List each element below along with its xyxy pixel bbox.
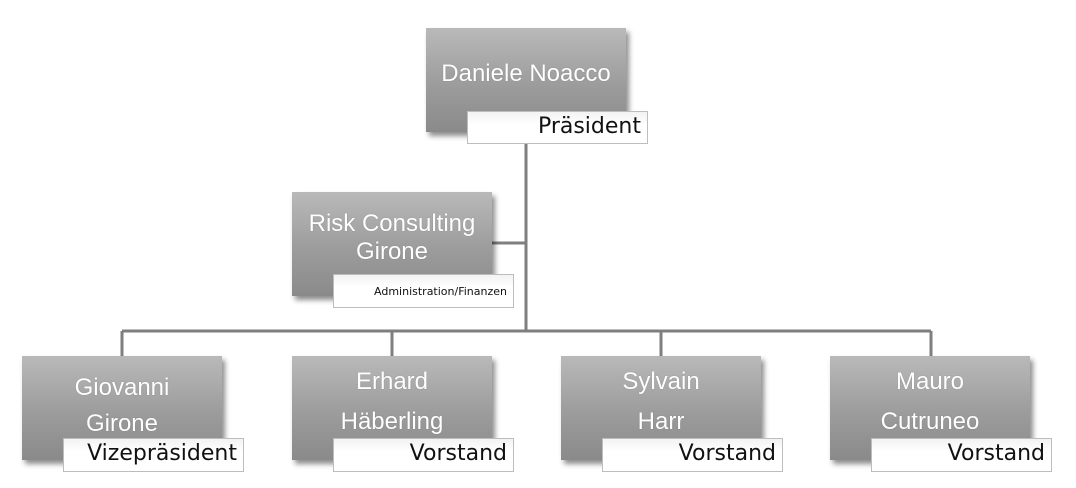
- node-member-1-name-line2: Girone: [85, 410, 159, 437]
- node-top-role: Präsident: [467, 111, 648, 144]
- node-member-4-name-line2: Cutruneo: [880, 408, 980, 435]
- node-member-4-role: Vorstand: [871, 438, 1052, 472]
- node-assistant-name-line1: Risk Consulting: [308, 210, 476, 237]
- node-member-3-name-line2: Harr: [637, 408, 685, 435]
- node-assistant-name-line2: Girone: [355, 238, 429, 265]
- node-top-name: Daniele Noacco: [441, 60, 611, 87]
- node-member-3-role: Vorstand: [602, 438, 783, 472]
- node-member-1-role: Vizepräsident: [63, 438, 244, 472]
- node-member-4-name-line1: Mauro: [895, 368, 965, 395]
- node-member-2-name-line2: Häberling: [340, 408, 444, 435]
- node-member-1-name-line1: Giovanni: [74, 374, 170, 401]
- node-assistant-role: Administration/Finanzen: [333, 274, 514, 308]
- node-member-3-name-line1: Sylvain: [622, 368, 700, 395]
- node-member-2-name-line1: Erhard: [355, 368, 429, 395]
- node-member-2-role: Vorstand: [333, 438, 514, 472]
